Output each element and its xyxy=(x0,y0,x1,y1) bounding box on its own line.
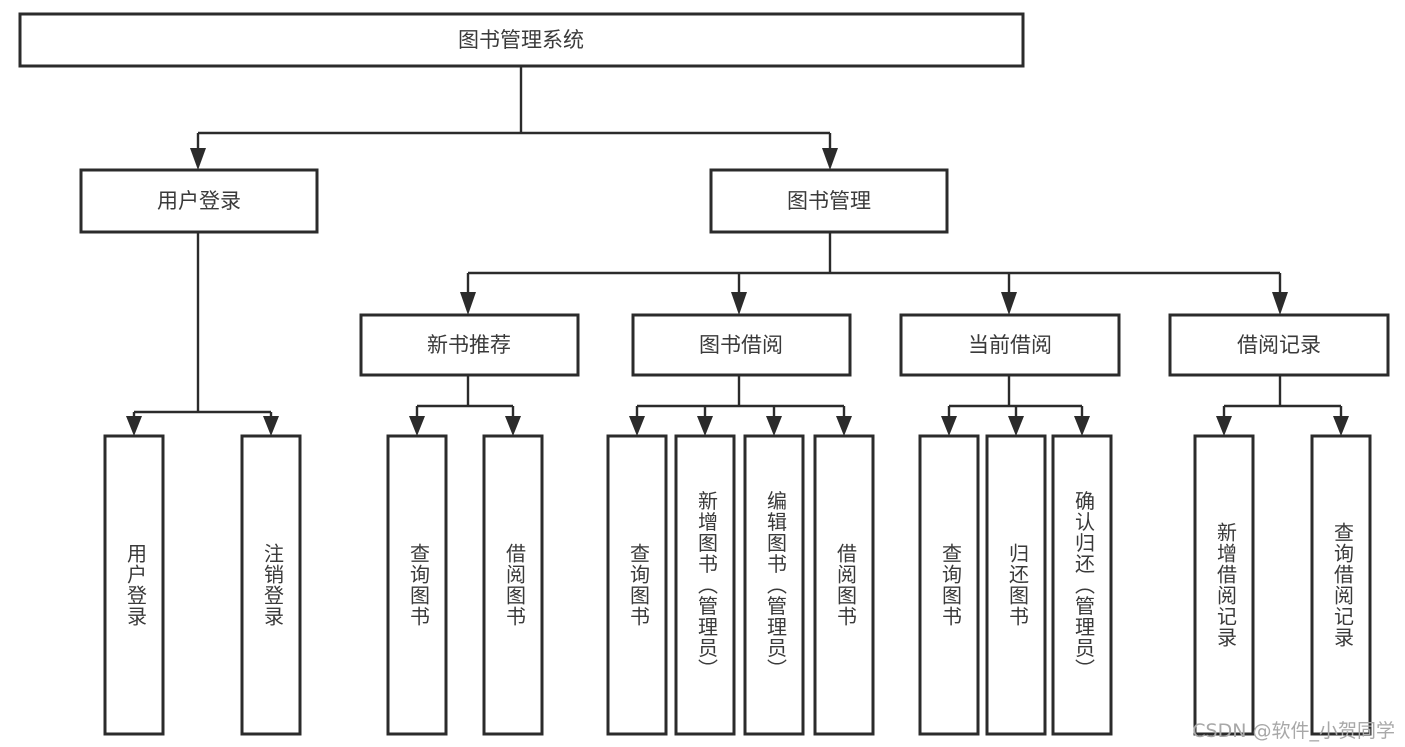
leaf-query-record-box[interactable] xyxy=(1310,434,1372,736)
connector-group-user-login xyxy=(126,232,279,436)
arrow-head-leaf-query-book-2 xyxy=(629,416,645,436)
node-root[interactable]: 图书管理系统 xyxy=(18,12,1025,68)
leaf-query-book-2-label: 查询图书 xyxy=(627,543,651,627)
arrow-head-leaf-add-record xyxy=(1216,416,1232,436)
node-book-manage-label: 图书管理 xyxy=(787,189,871,213)
leaf-confirm-return-box[interactable] xyxy=(1051,434,1113,736)
node-book-borrow[interactable]: 图书借阅 xyxy=(631,313,852,377)
connector-group-current-borrow xyxy=(941,375,1090,436)
leaf-return-book-box[interactable] xyxy=(985,434,1047,736)
node-user-login[interactable]: 用户登录 xyxy=(79,168,319,234)
leaf-edit-book-label: 编辑图书（管理员） xyxy=(764,490,788,679)
node-root-label: 图书管理系统 xyxy=(458,28,584,52)
connector-group-book-manage xyxy=(460,232,1288,315)
leaf-query-book-2[interactable]: 查询图书 xyxy=(606,434,668,736)
arrow-head-leaf-confirm-return xyxy=(1074,416,1090,436)
leaf-edit-book[interactable]: 编辑图书（管理员） xyxy=(743,434,805,736)
leaf-borrow-book-2[interactable]: 借阅图书 xyxy=(813,434,875,736)
node-user-login-label: 用户登录 xyxy=(157,189,241,213)
leaf-add-book[interactable]: 新增图书（管理员） xyxy=(674,434,736,736)
node-current-borrow-label: 当前借阅 xyxy=(968,333,1052,357)
arrow-head-leaf-add-book xyxy=(697,416,713,436)
leaf-return-book[interactable]: 归还图书 xyxy=(985,434,1047,736)
leaf-query-book-1-box[interactable] xyxy=(386,434,448,736)
connector-group-book-borrow xyxy=(629,375,852,436)
node-user-login-box[interactable] xyxy=(79,168,319,234)
leaf-query-book-3[interactable]: 查询图书 xyxy=(918,434,980,736)
leaf-borrow-book-2-label: 借阅图书 xyxy=(834,543,858,627)
leaf-query-book-1-label: 查询图书 xyxy=(407,543,431,627)
node-borrow-record-label: 借阅记录 xyxy=(1237,333,1321,357)
arrow-head-leaf-edit-book xyxy=(766,416,782,436)
connector-group-root xyxy=(190,66,838,170)
leaf-add-book-label: 新增图书（管理员） xyxy=(695,490,719,679)
node-borrow-record[interactable]: 借阅记录 xyxy=(1168,313,1390,377)
arrow-head-user-login xyxy=(190,148,206,170)
leaf-query-book-3-label: 查询图书 xyxy=(939,543,963,627)
node-current-borrow[interactable]: 当前借阅 xyxy=(899,313,1121,377)
node-new-book-recommend[interactable]: 新书推荐 xyxy=(359,313,580,377)
leaf-return-book-label: 归还图书 xyxy=(1006,543,1030,627)
connector-group-borrow-record xyxy=(1216,375,1349,436)
arrow-head-leaf-query-book-3 xyxy=(941,416,957,436)
arrow-head-borrow-record xyxy=(1272,292,1288,315)
node-current-borrow-box[interactable] xyxy=(899,313,1121,377)
leaf-query-record-label: 查询借阅记录 xyxy=(1331,522,1355,648)
leaf-add-record-label: 新增借阅记录 xyxy=(1214,522,1238,648)
leaf-edit-book-box[interactable] xyxy=(743,434,805,736)
node-borrow-record-box[interactable] xyxy=(1168,313,1390,377)
leaf-add-record-box[interactable] xyxy=(1193,434,1255,736)
leaf-add-book-box[interactable] xyxy=(674,434,736,736)
leaf-confirm-return-label: 确认归还（管理员） xyxy=(1072,490,1096,679)
arrow-head-new-book xyxy=(460,292,476,315)
leaf-add-record[interactable]: 新增借阅记录 xyxy=(1193,434,1255,736)
leaf-user-logout-box[interactable] xyxy=(240,434,302,736)
node-root-box[interactable] xyxy=(18,12,1025,68)
leaf-borrow-book-1-box[interactable] xyxy=(482,434,544,736)
leaf-query-record[interactable]: 查询借阅记录 xyxy=(1310,434,1372,736)
node-book-borrow-label: 图书借阅 xyxy=(699,333,783,357)
node-book-borrow-box[interactable] xyxy=(631,313,852,377)
leaf-confirm-return[interactable]: 确认归还（管理员） xyxy=(1051,434,1113,736)
arrow-head-current-borrow xyxy=(1001,292,1017,315)
arrow-head-leaf-return-book xyxy=(1008,416,1024,436)
leaf-borrow-book-1[interactable]: 借阅图书 xyxy=(482,434,544,736)
arrow-head-leaf-user-logout xyxy=(263,416,279,436)
arrow-head-leaf-query-record xyxy=(1333,416,1349,436)
leaf-user-login[interactable]: 用户登录 xyxy=(103,434,165,736)
leaf-borrow-book-1-label: 借阅图书 xyxy=(503,543,527,627)
arrow-head-leaf-borrow-book-1 xyxy=(505,416,521,436)
arrow-head-leaf-user-login xyxy=(126,416,142,436)
node-book-manage-box[interactable] xyxy=(709,168,949,234)
arrow-head-book-borrow xyxy=(731,292,747,315)
leaf-user-login-box[interactable] xyxy=(103,434,165,736)
leaf-query-book-3-box[interactable] xyxy=(918,434,980,736)
leaf-user-logout-label: 注销登录 xyxy=(261,543,285,627)
leaf-user-logout[interactable]: 注销登录 xyxy=(240,434,302,736)
arrow-head-leaf-query-book-1 xyxy=(409,416,425,436)
leaf-query-book-1[interactable]: 查询图书 xyxy=(386,434,448,736)
node-new-book-recommend-box[interactable] xyxy=(359,313,580,377)
leaf-borrow-book-2-box[interactable] xyxy=(813,434,875,736)
arrow-head-book-manage xyxy=(822,148,838,170)
node-new-book-recommend-label: 新书推荐 xyxy=(427,333,511,357)
node-book-manage[interactable]: 图书管理 xyxy=(709,168,949,234)
leaf-query-book-2-box[interactable] xyxy=(606,434,668,736)
connector-group-new-book-recommend xyxy=(409,375,521,436)
leaf-user-login-label: 用户登录 xyxy=(124,543,148,627)
arrow-head-leaf-borrow-book-2 xyxy=(836,416,852,436)
